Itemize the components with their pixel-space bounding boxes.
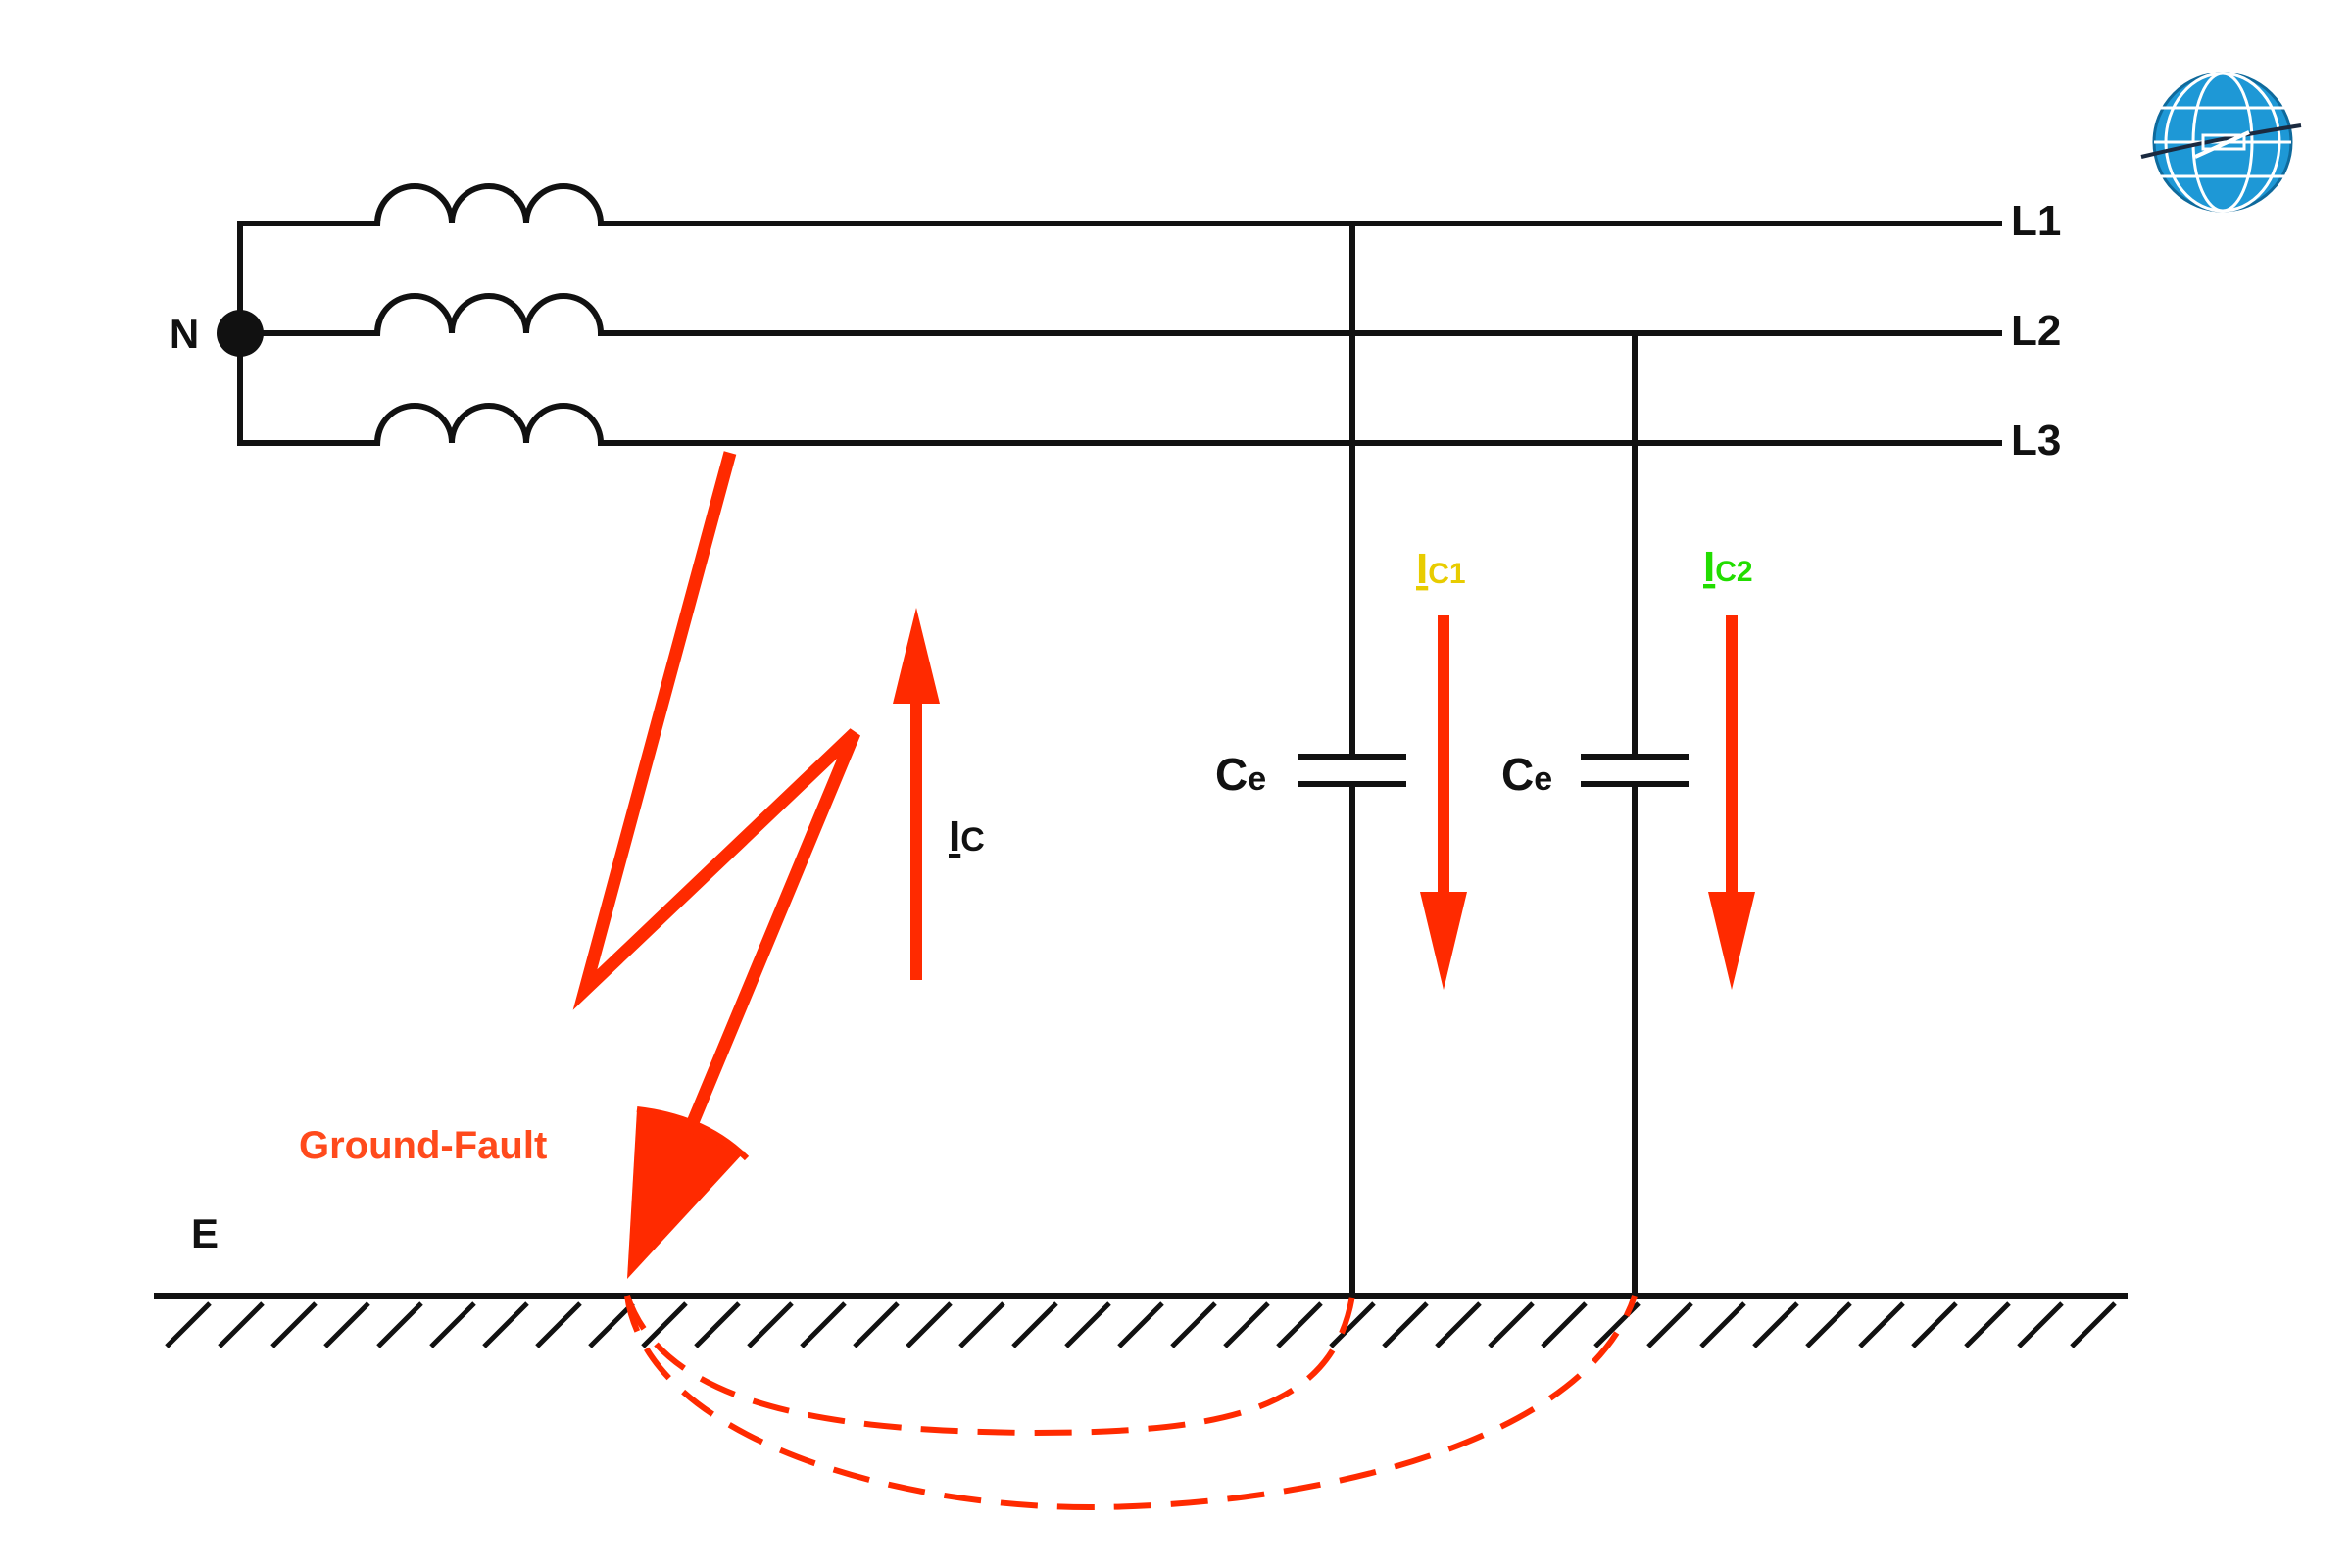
earth-hatch-mark xyxy=(2017,1301,2064,1348)
earth-hatch-mark xyxy=(958,1301,1005,1348)
earth-hatch-mark xyxy=(1805,1301,1852,1348)
earth-hatch-mark xyxy=(800,1301,847,1348)
earth-hatch-mark xyxy=(323,1301,370,1348)
earth-hatch-mark xyxy=(1541,1301,1588,1348)
globe-logo-icon xyxy=(2140,72,2302,213)
transformer xyxy=(217,183,615,447)
neutral-label: N xyxy=(170,311,199,357)
phase-label-l3: L3 xyxy=(2011,416,2061,465)
return-current-paths xyxy=(624,1295,1638,1511)
capacitor-label-1: Ce xyxy=(1215,749,1266,800)
winding-l1 xyxy=(373,183,615,227)
earth-hatch-mark xyxy=(588,1301,635,1348)
earth-hatch-mark xyxy=(1011,1301,1058,1348)
earth-hatch-mark xyxy=(1752,1301,1799,1348)
earth-hatch-mark xyxy=(1964,1301,2011,1348)
earth-hatch-mark xyxy=(535,1301,582,1348)
earth-hatch-mark xyxy=(1276,1301,1323,1348)
earth-hatch-mark xyxy=(1329,1301,1376,1348)
earth-hatch-mark xyxy=(641,1301,688,1348)
earth-hatch-mark xyxy=(906,1301,953,1348)
current-label-ic2: IC2 xyxy=(1703,543,1753,591)
earth-hatch-mark xyxy=(1435,1301,1482,1348)
earth-hatch-mark xyxy=(218,1301,265,1348)
capacitor-label-2: Ce xyxy=(1501,749,1552,800)
earth-hatch-mark xyxy=(1646,1301,1693,1348)
ground-fault-label: Ground-Fault xyxy=(299,1124,547,1167)
capacitor-branch-1 xyxy=(1298,220,1406,1298)
earth-hatch-mark xyxy=(1117,1301,1164,1348)
earth-hatch-mark xyxy=(482,1301,529,1348)
earth-hatch-mark xyxy=(2070,1301,2117,1348)
winding-l2 xyxy=(373,293,615,337)
earth-hatch-mark xyxy=(1064,1301,1111,1348)
earth-label: E xyxy=(191,1210,219,1256)
current-label-ic1: IC1 xyxy=(1416,545,1466,593)
earth-hatch-mark xyxy=(1488,1301,1535,1348)
current-arrow-ic1 xyxy=(1420,615,1467,990)
earth-hatch-mark xyxy=(429,1301,476,1348)
node-dot-icon xyxy=(217,310,264,357)
winding-l3 xyxy=(373,403,615,447)
ground-fault-bolt xyxy=(572,451,861,1279)
current-label-ic: IC xyxy=(949,812,985,860)
capacitor-branch-2 xyxy=(1581,330,1689,1298)
current-arrow-ic xyxy=(893,608,940,980)
earth-hatch-mark xyxy=(1170,1301,1217,1348)
current-arrow-ic2 xyxy=(1708,615,1755,990)
earth-hatch-mark xyxy=(1382,1301,1429,1348)
earth-hatch-mark xyxy=(165,1301,212,1348)
earth-hatch-mark xyxy=(853,1301,900,1348)
phase-label-l1: L1 xyxy=(2011,197,2061,245)
earth-hatch-mark xyxy=(1223,1301,1270,1348)
earth-hatch-mark xyxy=(270,1301,318,1348)
earth-ground xyxy=(154,1293,2128,1348)
phase-label-l2: L2 xyxy=(2011,307,2061,355)
earth-hatch-mark xyxy=(747,1301,794,1348)
earth-hatch-mark xyxy=(1858,1301,1905,1348)
earth-hatch-mark xyxy=(694,1301,741,1348)
earth-hatch-mark xyxy=(1699,1301,1746,1348)
earth-hatch-mark xyxy=(376,1301,423,1348)
earth-hatch-mark xyxy=(1911,1301,1958,1348)
